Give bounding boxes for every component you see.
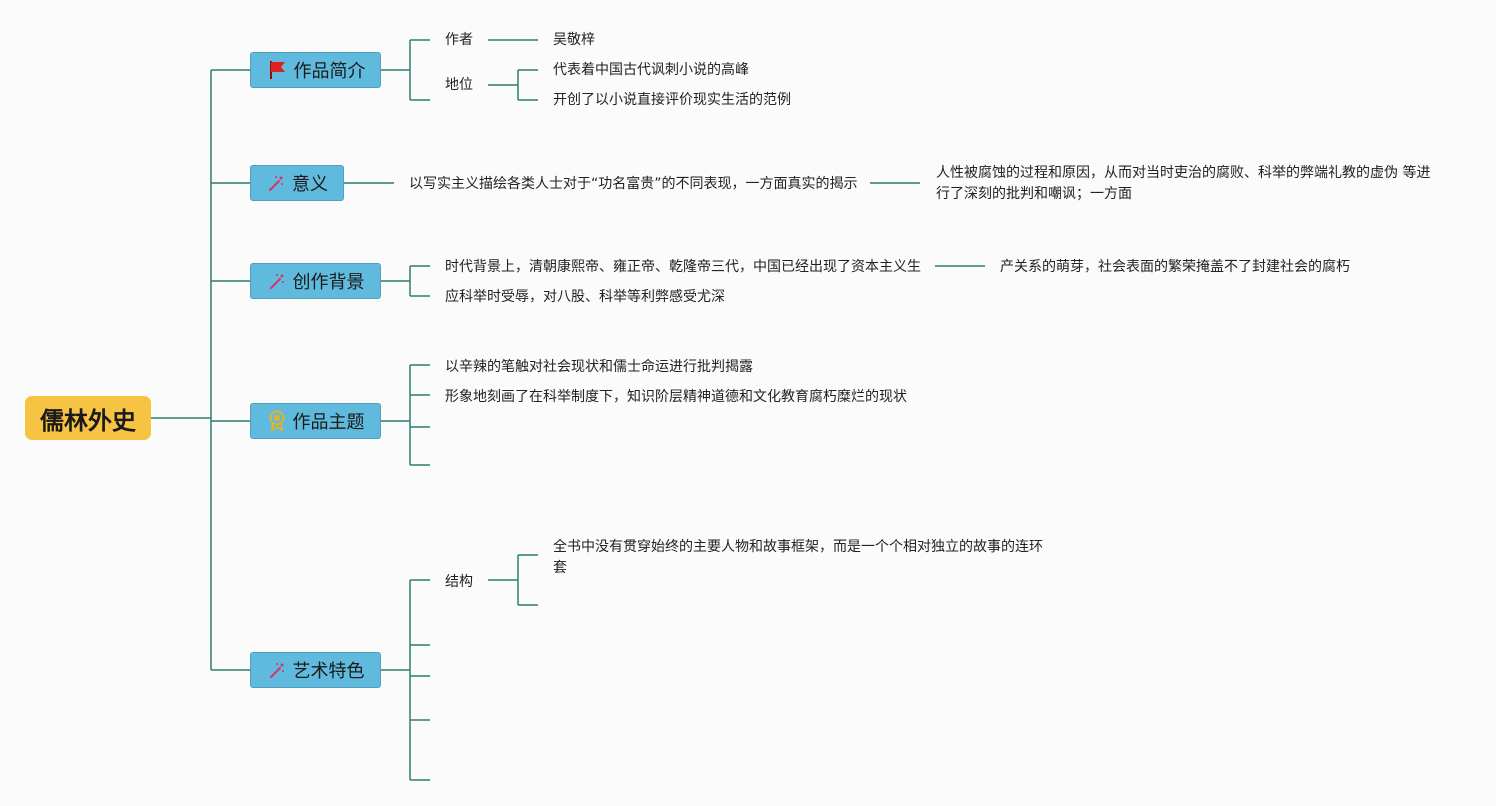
background-item[interactable]: 应科举时受辱，对八股、科举等利弊感受尤深 xyxy=(445,289,725,305)
background-item-continued[interactable]: 产关系的萌芽，社会表面的繁荣掩盖不了封建社会的腐朽 xyxy=(1000,259,1350,275)
root-topic-label: 儒林外史 xyxy=(40,406,136,435)
meaning-text-continued[interactable]: 人性被腐蚀的过程和原因，从而对当时吏治的腐败、科举的弊端礼教的虚伪 等进行了深刻… xyxy=(936,165,1431,202)
red-flag-icon xyxy=(266,59,288,81)
magic-wand-icon xyxy=(266,173,286,193)
status-label[interactable]: 地位 xyxy=(445,77,473,93)
branch-theme[interactable]: 作品主题 xyxy=(250,403,381,439)
award-badge-icon xyxy=(267,410,287,432)
branch-intro[interactable]: 作品简介 xyxy=(250,52,381,88)
author-label[interactable]: 作者 xyxy=(445,32,473,48)
theme-item[interactable]: 以辛辣的笔触对社会现状和儒士命运进行批判揭露 xyxy=(445,359,753,375)
structure-label[interactable]: 结构 xyxy=(445,574,473,590)
status-item[interactable]: 开创了以小说直接评价现实生活的范例 xyxy=(553,92,791,108)
author-value[interactable]: 吴敬梓 xyxy=(553,32,595,48)
background-item[interactable]: 时代背景上，清朝康熙帝、雍正帝、乾隆帝三代，中国已经出现了资本主义生 xyxy=(445,259,921,275)
magic-wand-icon xyxy=(267,660,287,680)
branch-theme-label: 作品主题 xyxy=(292,412,365,433)
branch-background-label: 创作背景 xyxy=(292,272,365,293)
theme-item[interactable]: 形象地刻画了在科举制度下，知识阶层精神道德和文化教育腐朽糜烂的现状 xyxy=(445,389,907,405)
branch-intro-label: 作品简介 xyxy=(293,61,366,82)
branch-meaning-label: 意义 xyxy=(292,174,328,195)
status-item[interactable]: 代表着中国古代讽刺小说的高峰 xyxy=(553,62,749,78)
branch-art[interactable]: 艺术特色 xyxy=(250,652,381,688)
branch-meaning[interactable]: 意义 xyxy=(250,165,344,201)
branch-background[interactable]: 创作背景 xyxy=(250,263,381,299)
branch-art-label: 艺术特色 xyxy=(292,661,365,682)
root-topic[interactable]: 儒林外史 xyxy=(25,396,151,440)
magic-wand-icon xyxy=(267,271,287,291)
meaning-text[interactable]: 以写实主义描绘各类人士对于“功名富贵”的不同表现，一方面真实的揭示 xyxy=(409,176,858,192)
structure-text[interactable]: 全书中没有贯穿始终的主要人物和故事框架，而是一个个相对独立的故事的连环套 xyxy=(553,539,1043,576)
